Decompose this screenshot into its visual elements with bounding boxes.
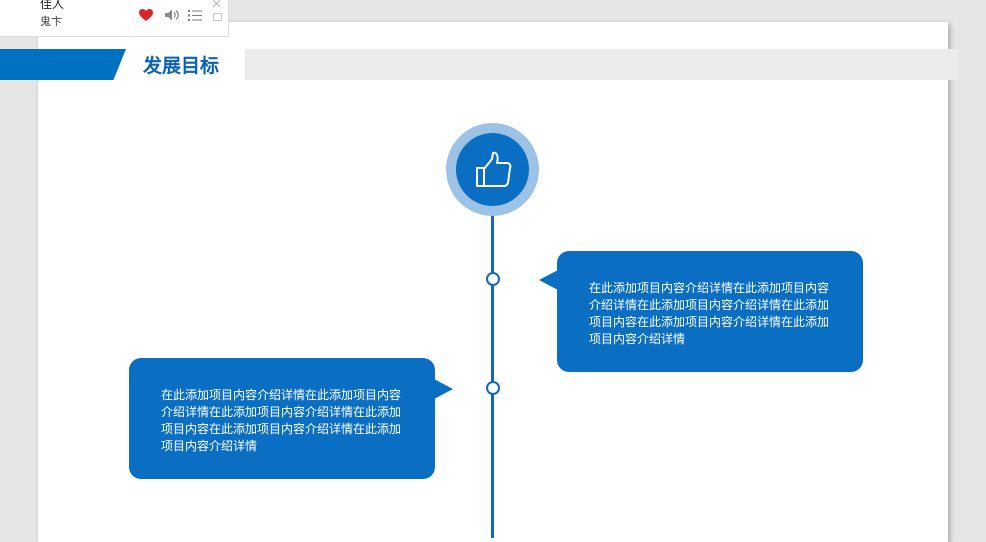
callout-pointer-1 bbox=[539, 270, 558, 290]
close-icon[interactable] bbox=[212, 0, 221, 8]
callout-pointer-2 bbox=[434, 379, 453, 399]
header-accent-shape bbox=[0, 49, 126, 80]
song-title: 佳人 bbox=[40, 0, 65, 11]
playlist-icon[interactable] bbox=[188, 9, 202, 22]
callout-text-2: 在此添加项目内容介绍详情在此添加项目内容介绍详情在此添加项目内容介绍详情在此添加… bbox=[161, 388, 402, 453]
callout-text-1: 在此添加项目内容介绍详情在此添加项目内容介绍详情在此添加项目内容介绍详情在此添加… bbox=[589, 281, 830, 346]
music-player-widget: 佳人 鬼卞 bbox=[0, 0, 229, 37]
heart-icon[interactable] bbox=[138, 8, 154, 22]
callout-box-2: 在此添加项目内容介绍详情在此添加项目内容介绍详情在此添加项目内容介绍详情在此添加… bbox=[129, 358, 435, 479]
timeline-node-2 bbox=[486, 381, 500, 395]
timeline-line bbox=[491, 208, 494, 538]
callout-box-1: 在此添加项目内容介绍详情在此添加项目内容介绍详情在此添加项目内容介绍详情在此添加… bbox=[557, 251, 863, 372]
volume-icon[interactable] bbox=[164, 8, 180, 22]
minimize-icon[interactable] bbox=[213, 13, 222, 21]
song-artist: 鬼卞 bbox=[40, 15, 62, 28]
icon-circle bbox=[456, 133, 529, 206]
timeline-node-1 bbox=[486, 272, 500, 286]
page-title: 发展目标 bbox=[143, 55, 220, 77]
header-bar bbox=[245, 49, 958, 80]
thumbs-up-icon bbox=[476, 151, 512, 187]
